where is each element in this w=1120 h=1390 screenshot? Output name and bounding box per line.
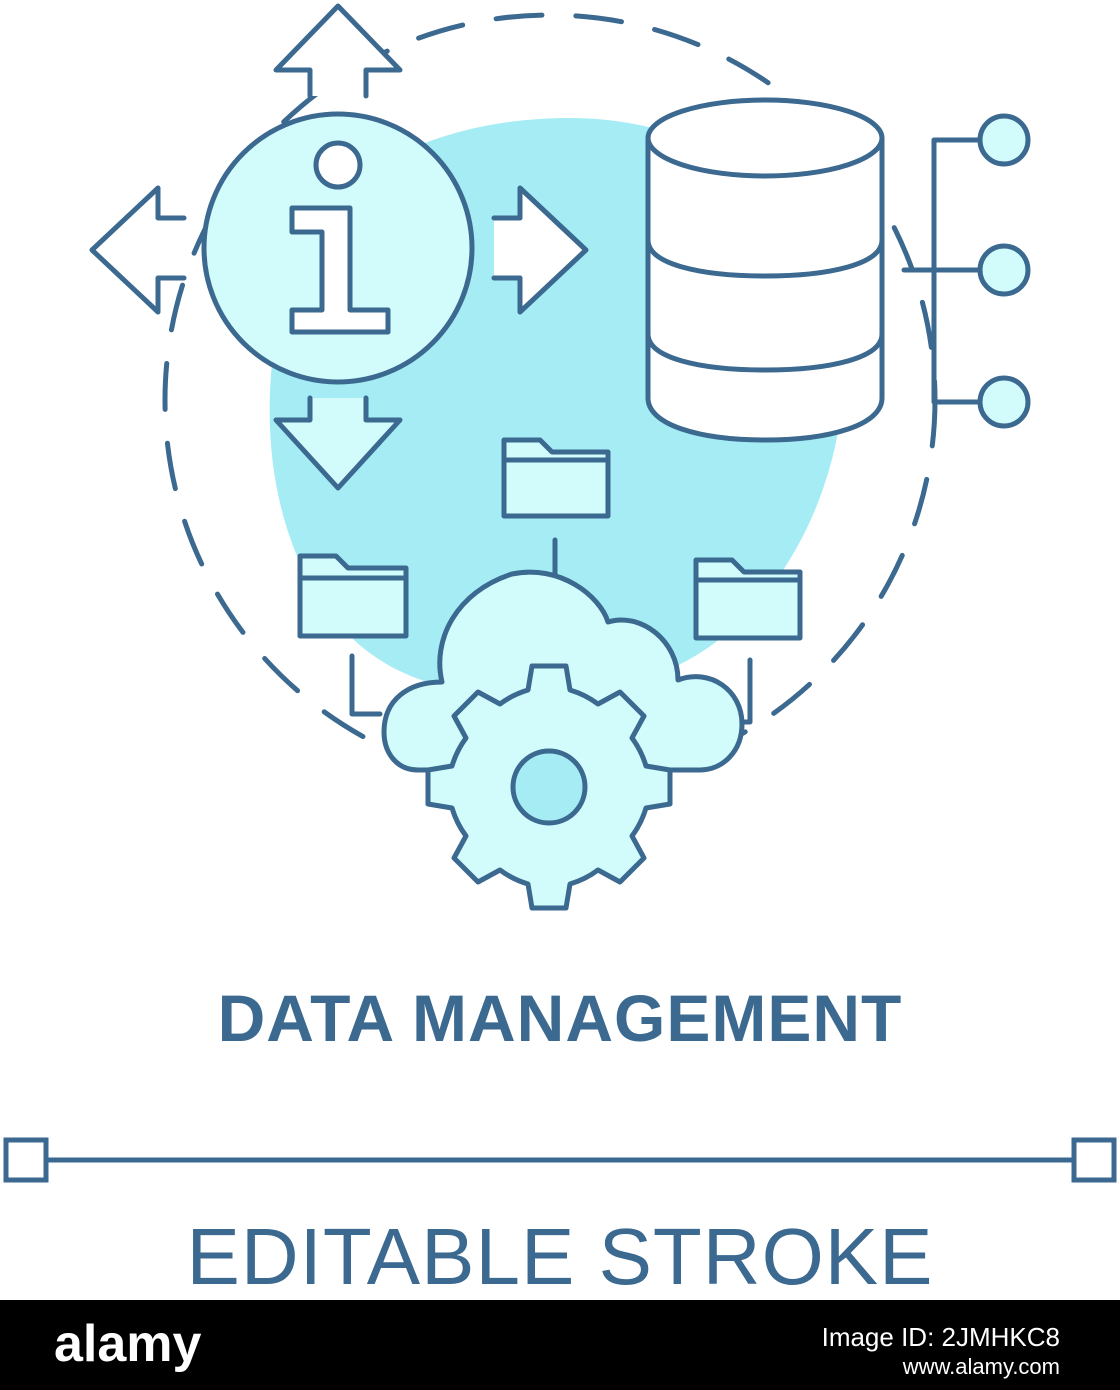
page-title: DATA MANAGEMENT	[217, 981, 903, 1055]
network-nodes-icon	[901, 113, 1031, 429]
gear-icon	[425, 663, 673, 911]
data-management-icon	[89, 3, 1031, 911]
subtitle: EDITABLE STROKE	[186, 1212, 934, 1301]
database-icon	[645, 97, 885, 443]
folder-icon-left	[297, 553, 409, 717]
editable-stroke-bar	[3, 1137, 1117, 1183]
arrow-up-icon	[273, 3, 403, 99]
stroke-handle-right	[1071, 1137, 1117, 1183]
site-url: www.alamy.com	[902, 1354, 1060, 1379]
arrow-right-icon	[491, 185, 589, 315]
arrow-left-icon	[89, 185, 187, 315]
info-icon	[201, 111, 475, 385]
brand-logo: alamy	[54, 1315, 202, 1373]
folder-icon-top	[501, 437, 611, 581]
image-id: Image ID: 2JMHKC8	[821, 1322, 1060, 1352]
footer-bar: alamy Image ID: 2JMHKC8 www.alamy.com	[0, 1300, 1120, 1390]
folder-icon-right	[693, 557, 803, 725]
stroke-handle-left	[3, 1137, 49, 1183]
arrow-down-icon	[273, 395, 403, 491]
